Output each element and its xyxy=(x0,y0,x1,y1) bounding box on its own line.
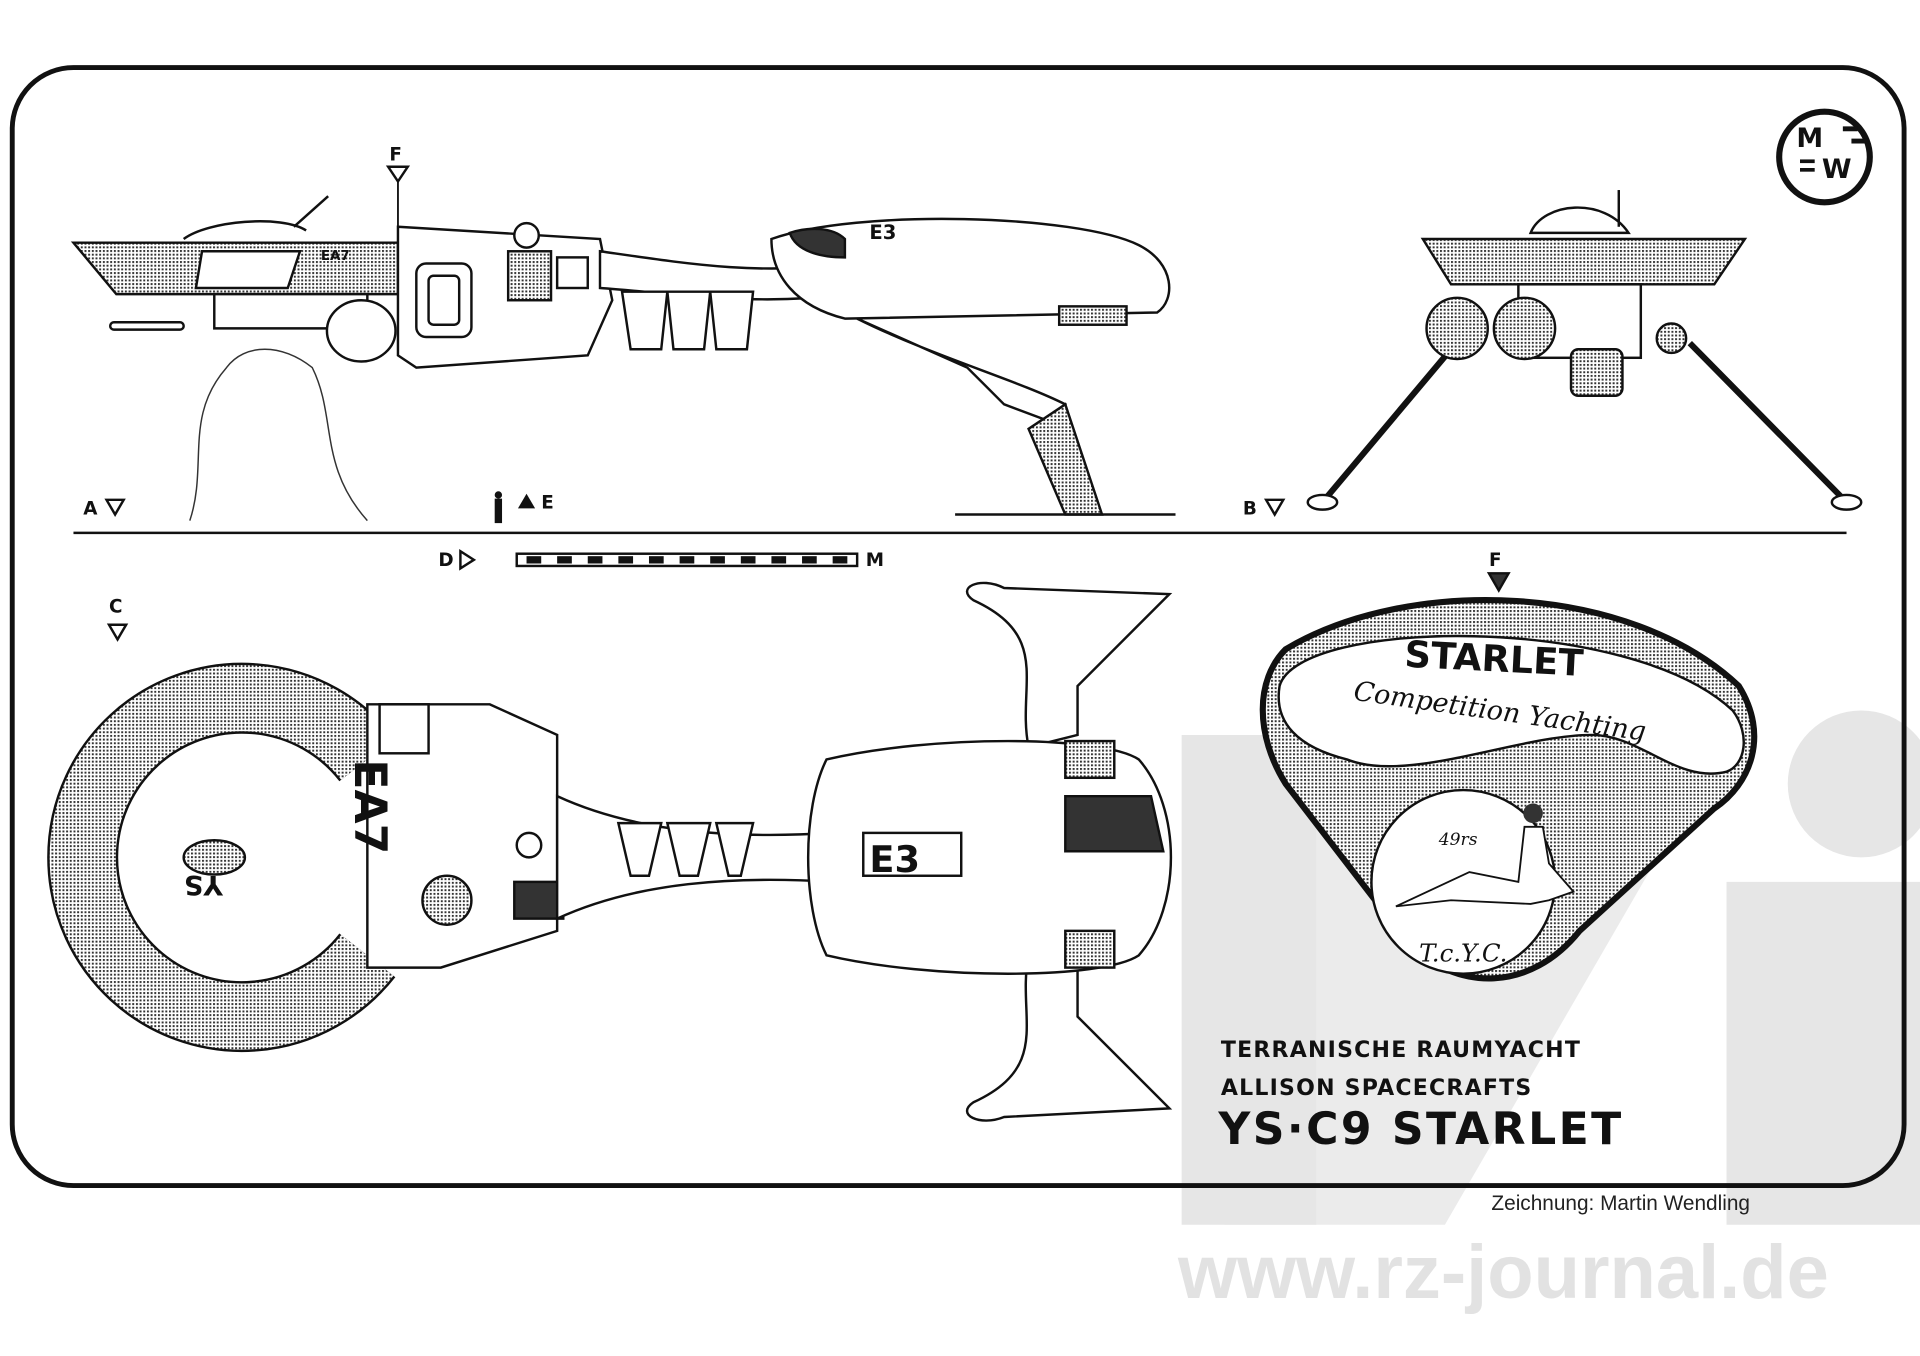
badge-number: 49rs xyxy=(1438,830,1478,850)
pod-code: E3 xyxy=(869,221,896,244)
label-d: D xyxy=(438,550,453,571)
starlet-badge: STARLET Competition Yachting 49rs T.c.Y.… xyxy=(1259,596,1758,982)
title-line-3: YS·C9 STARLET xyxy=(1217,1104,1623,1155)
pod-code-top: E3 xyxy=(869,838,920,881)
drawing-frame xyxy=(9,65,1907,1188)
svg-text:W: W xyxy=(1822,154,1852,185)
label-f-side: F xyxy=(389,145,402,166)
label-a: A xyxy=(83,499,98,520)
label-c: C xyxy=(109,596,122,617)
front-view-ship xyxy=(1306,190,1863,511)
label-b: B xyxy=(1243,499,1257,520)
drawing-credit: Zeichnung: Martin Wendling xyxy=(1491,1192,1750,1215)
top-ring-code: YS xyxy=(184,869,224,900)
label-f-badge: F xyxy=(1489,550,1502,571)
side-code: EA7 xyxy=(321,249,350,264)
website-watermark: www.rz-journal.de xyxy=(1177,1230,1829,1315)
svg-text:M: M xyxy=(1796,123,1823,154)
badge-title: STARLET xyxy=(1404,633,1585,685)
label-e: E xyxy=(541,492,554,513)
title-block: TERRANISCHE RAUMYACHT ALLISON SPACECRAFT… xyxy=(1217,1038,1623,1155)
badge-club: T.c.Y.C. xyxy=(1419,938,1507,967)
pinup-figure xyxy=(1395,803,1576,908)
scale-bar xyxy=(515,552,859,568)
view-markers: A E B F D M C F xyxy=(83,145,1511,642)
title-line-1: TERRANISCHE RAUMYACHT xyxy=(1221,1038,1581,1063)
title-line-2: ALLISON SPACECRAFTS xyxy=(1221,1076,1533,1101)
side-view-ship: E3 EA7 xyxy=(70,195,1176,522)
label-m: M xyxy=(866,550,884,571)
exhaust-plume xyxy=(189,348,368,522)
top-view-ship: EA7 E3 YS xyxy=(47,581,1173,1122)
top-code: EA7 xyxy=(344,759,395,854)
mw-logo: M W xyxy=(1776,108,1873,206)
scale-figure xyxy=(494,491,503,524)
